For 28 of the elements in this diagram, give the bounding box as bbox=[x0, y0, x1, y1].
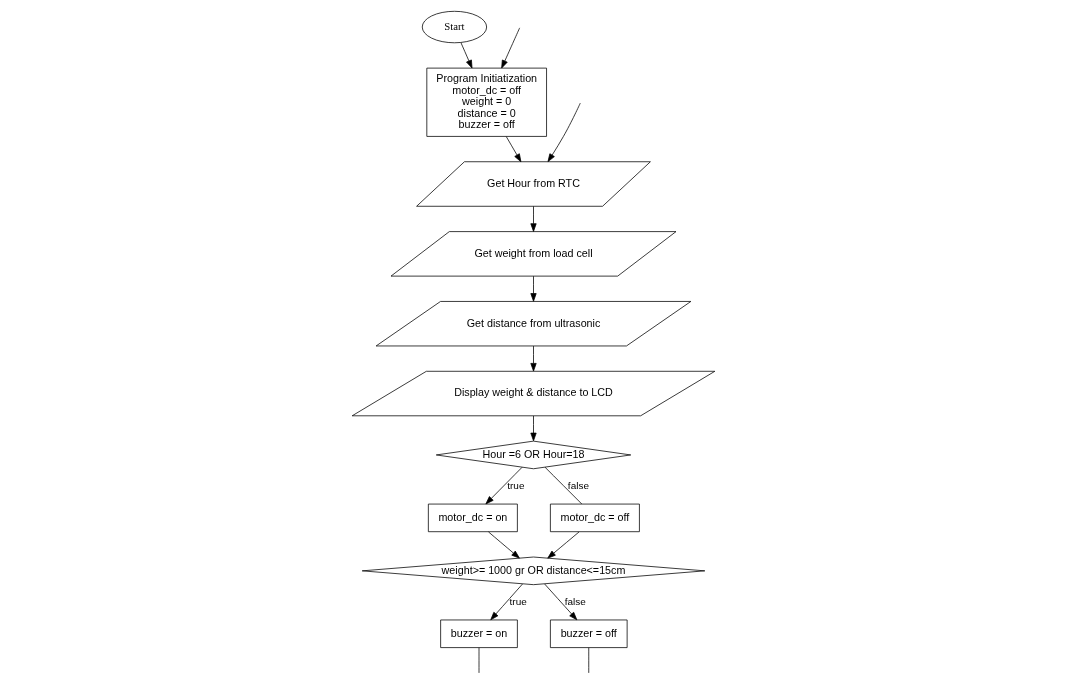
arrow bbox=[530, 275, 537, 302]
node-box: buzzer = off bbox=[550, 619, 628, 648]
node-ellipse: Start bbox=[421, 10, 487, 44]
node-diamond: Hour =6 OR Hour=18 bbox=[435, 440, 632, 470]
arrow bbox=[547, 531, 580, 559]
node-box: motor_dc = on bbox=[427, 503, 518, 533]
arrow bbox=[490, 583, 523, 621]
node-diamond: weight>= 1000 gr OR distance<=15cm bbox=[361, 556, 706, 586]
node-box: motor_dc = off bbox=[550, 503, 640, 533]
node-box: buzzer = on bbox=[440, 619, 518, 648]
arrow bbox=[488, 531, 520, 559]
edge-label: true bbox=[507, 480, 525, 492]
edge-label: true bbox=[509, 595, 527, 607]
connector bbox=[588, 647, 590, 674]
edge-label: false bbox=[564, 595, 586, 607]
arrow bbox=[505, 136, 522, 163]
edge-label: false bbox=[567, 480, 589, 492]
arrow bbox=[530, 345, 537, 372]
connector bbox=[478, 647, 480, 674]
arrow bbox=[547, 102, 581, 162]
arrow bbox=[544, 583, 578, 621]
arrow bbox=[501, 27, 521, 69]
arrow bbox=[530, 415, 537, 442]
arrow bbox=[485, 466, 523, 505]
node-box: Program Initiatization motor_dc = off weight = 0 distance = 0 buzzer = off bbox=[426, 67, 547, 137]
arrow bbox=[460, 42, 473, 69]
arrow bbox=[530, 206, 537, 232]
connector bbox=[544, 466, 583, 505]
